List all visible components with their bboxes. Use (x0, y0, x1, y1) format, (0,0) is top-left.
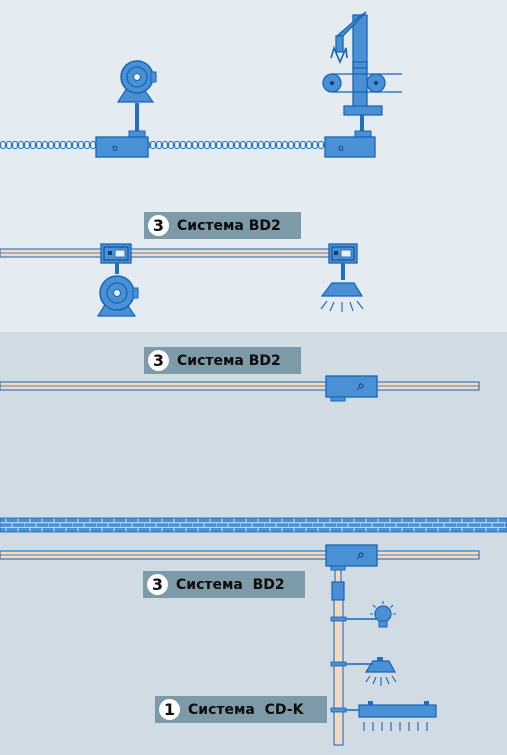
system-label-bd2-3: 3 Система BD2 (143, 571, 305, 598)
label-text: Система BD2 (177, 217, 281, 234)
busbar-bd2-middle (0, 381, 480, 391)
label-text: Система BD2 (177, 352, 281, 369)
tap-off-box-2 (325, 544, 378, 571)
label-number: 1 (159, 699, 180, 720)
tap-off-unit-2 (328, 243, 358, 280)
linear-luminaire-icon (346, 701, 437, 731)
tap-off-unit (100, 243, 132, 274)
lamp-icon (320, 282, 364, 312)
lamp-icon-2 (346, 657, 397, 686)
busbar-bd2-upper (0, 248, 358, 258)
label-text: Система BD2 (176, 576, 285, 593)
motor-icon (116, 60, 157, 133)
system-label-bd2-1: 3 Система BD2 (144, 212, 301, 239)
motor-icon-2 (96, 275, 139, 317)
chain-busbar (0, 141, 330, 151)
system-label-cdk: 1 Система CD-K (155, 696, 327, 723)
vertical-busbar (330, 569, 347, 746)
crane-arm-icon (322, 11, 402, 135)
ceiling-wall (0, 517, 507, 533)
svg-text:ס: ס (338, 144, 344, 154)
upper-panel (0, 0, 507, 332)
label-number: 3 (148, 350, 169, 371)
lower-panel (0, 332, 507, 755)
trolley-connector-box: ס (95, 130, 149, 158)
label-number: 3 (148, 215, 169, 236)
label-text: Система CD-K (188, 701, 304, 718)
system-label-bd2-2: 3 Система BD2 (144, 347, 301, 374)
svg-text:ס: ס (112, 144, 118, 154)
trolley-connector-box-2: ס (324, 130, 376, 158)
lightbulb-icon (346, 601, 396, 628)
busbar-bd2-lower (0, 550, 480, 560)
label-number: 3 (147, 574, 168, 595)
tap-off-box (325, 375, 378, 402)
